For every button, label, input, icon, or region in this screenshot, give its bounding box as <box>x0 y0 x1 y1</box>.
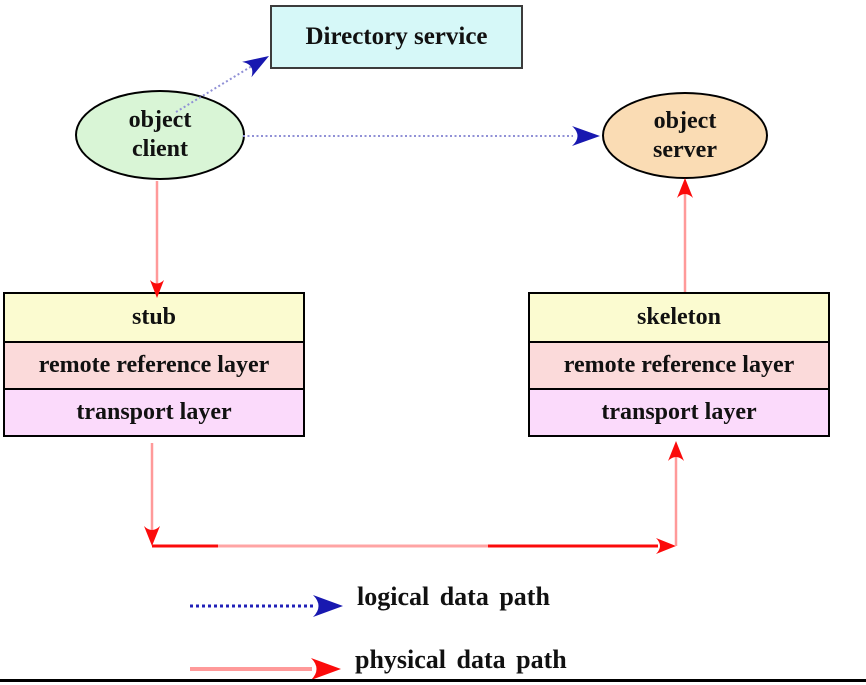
physical-arrow-up-to-transport <box>668 441 684 546</box>
skeleton-layer: skeleton <box>530 294 828 341</box>
physical-arrow-client-to-stub <box>150 181 164 298</box>
server-layer-stack: skeleton remote reference layer transpor… <box>528 292 830 437</box>
object-server-node: object server <box>602 92 768 179</box>
physical-arrow-horizontal <box>152 538 676 554</box>
stub-layer-label: stub <box>131 304 177 330</box>
object-server-label-line2: server <box>653 136 717 163</box>
client-remote-reference-layer: remote reference layer <box>5 341 303 388</box>
client-transport-label: transport layer <box>76 399 232 425</box>
object-client-node: object client <box>75 90 245 180</box>
server-transport-layer: transport layer <box>530 388 828 435</box>
object-server-label-line1: object <box>653 107 717 134</box>
legend-logical-label: logical data path <box>357 582 550 611</box>
physical-arrow-transport-down <box>144 443 160 546</box>
logical-arrow-client-to-server <box>243 126 600 146</box>
legend-logical-arrow <box>190 595 343 617</box>
client-layer-stack: stub remote reference layer transport la… <box>3 292 305 437</box>
object-client-label-line1: object <box>128 107 192 134</box>
bottom-border-line <box>0 679 866 682</box>
server-remote-reference-label: remote reference layer <box>563 352 795 378</box>
client-transport-layer: transport layer <box>5 388 303 435</box>
skeleton-layer-label: skeleton <box>637 304 721 330</box>
stub-layer: stub <box>5 294 303 341</box>
client-remote-reference-label: remote reference layer <box>38 352 270 378</box>
object-client-label-line2: client <box>132 136 188 162</box>
server-remote-reference-layer: remote reference layer <box>530 341 828 388</box>
legend-physical-label: physical data path <box>355 645 567 674</box>
legend-physical-arrow <box>190 658 341 680</box>
directory-service-label: Directory service <box>305 23 488 50</box>
physical-arrow-skeleton-to-server <box>677 178 693 292</box>
server-transport-label: transport layer <box>601 399 757 425</box>
directory-service-node: Directory service <box>270 5 523 69</box>
